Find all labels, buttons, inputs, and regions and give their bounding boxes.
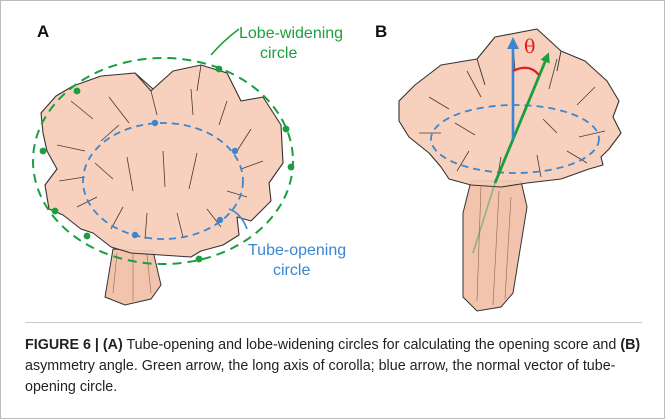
caption-text-part2: asymmetry angle. Green arrow, the long a… <box>25 358 615 395</box>
panel-a-letter: A <box>37 22 49 41</box>
figure-illustration: A <box>1 1 664 321</box>
theta-label: θ <box>524 36 535 58</box>
panel-b-corolla <box>399 29 621 187</box>
figure-caption: FIGURE 6 | (A) Tube-opening and lobe-wid… <box>25 335 650 398</box>
panel-b-tube <box>463 181 527 311</box>
tube-opening-label-line1: Tube-opening <box>248 242 346 259</box>
caption-divider <box>25 322 642 323</box>
lobe-label-leader <box>211 29 239 55</box>
panel-b-letter: B <box>375 22 387 41</box>
panel-a: A <box>33 22 346 305</box>
caption-text-part1: Tube-opening and lobe-widening circles f… <box>123 337 621 353</box>
lobe-widening-label-line1: Lobe-widening <box>239 25 343 42</box>
caption-b-marker: (B) <box>620 337 640 353</box>
panel-b: B <box>375 22 621 311</box>
tube-opening-label-line2: circle <box>273 262 310 279</box>
panel-a-tube <box>105 249 161 305</box>
caption-figure-number: FIGURE 6 | <box>25 337 99 353</box>
lobe-widening-label-line2: circle <box>260 45 297 62</box>
caption-a-marker: (A) <box>103 337 123 353</box>
